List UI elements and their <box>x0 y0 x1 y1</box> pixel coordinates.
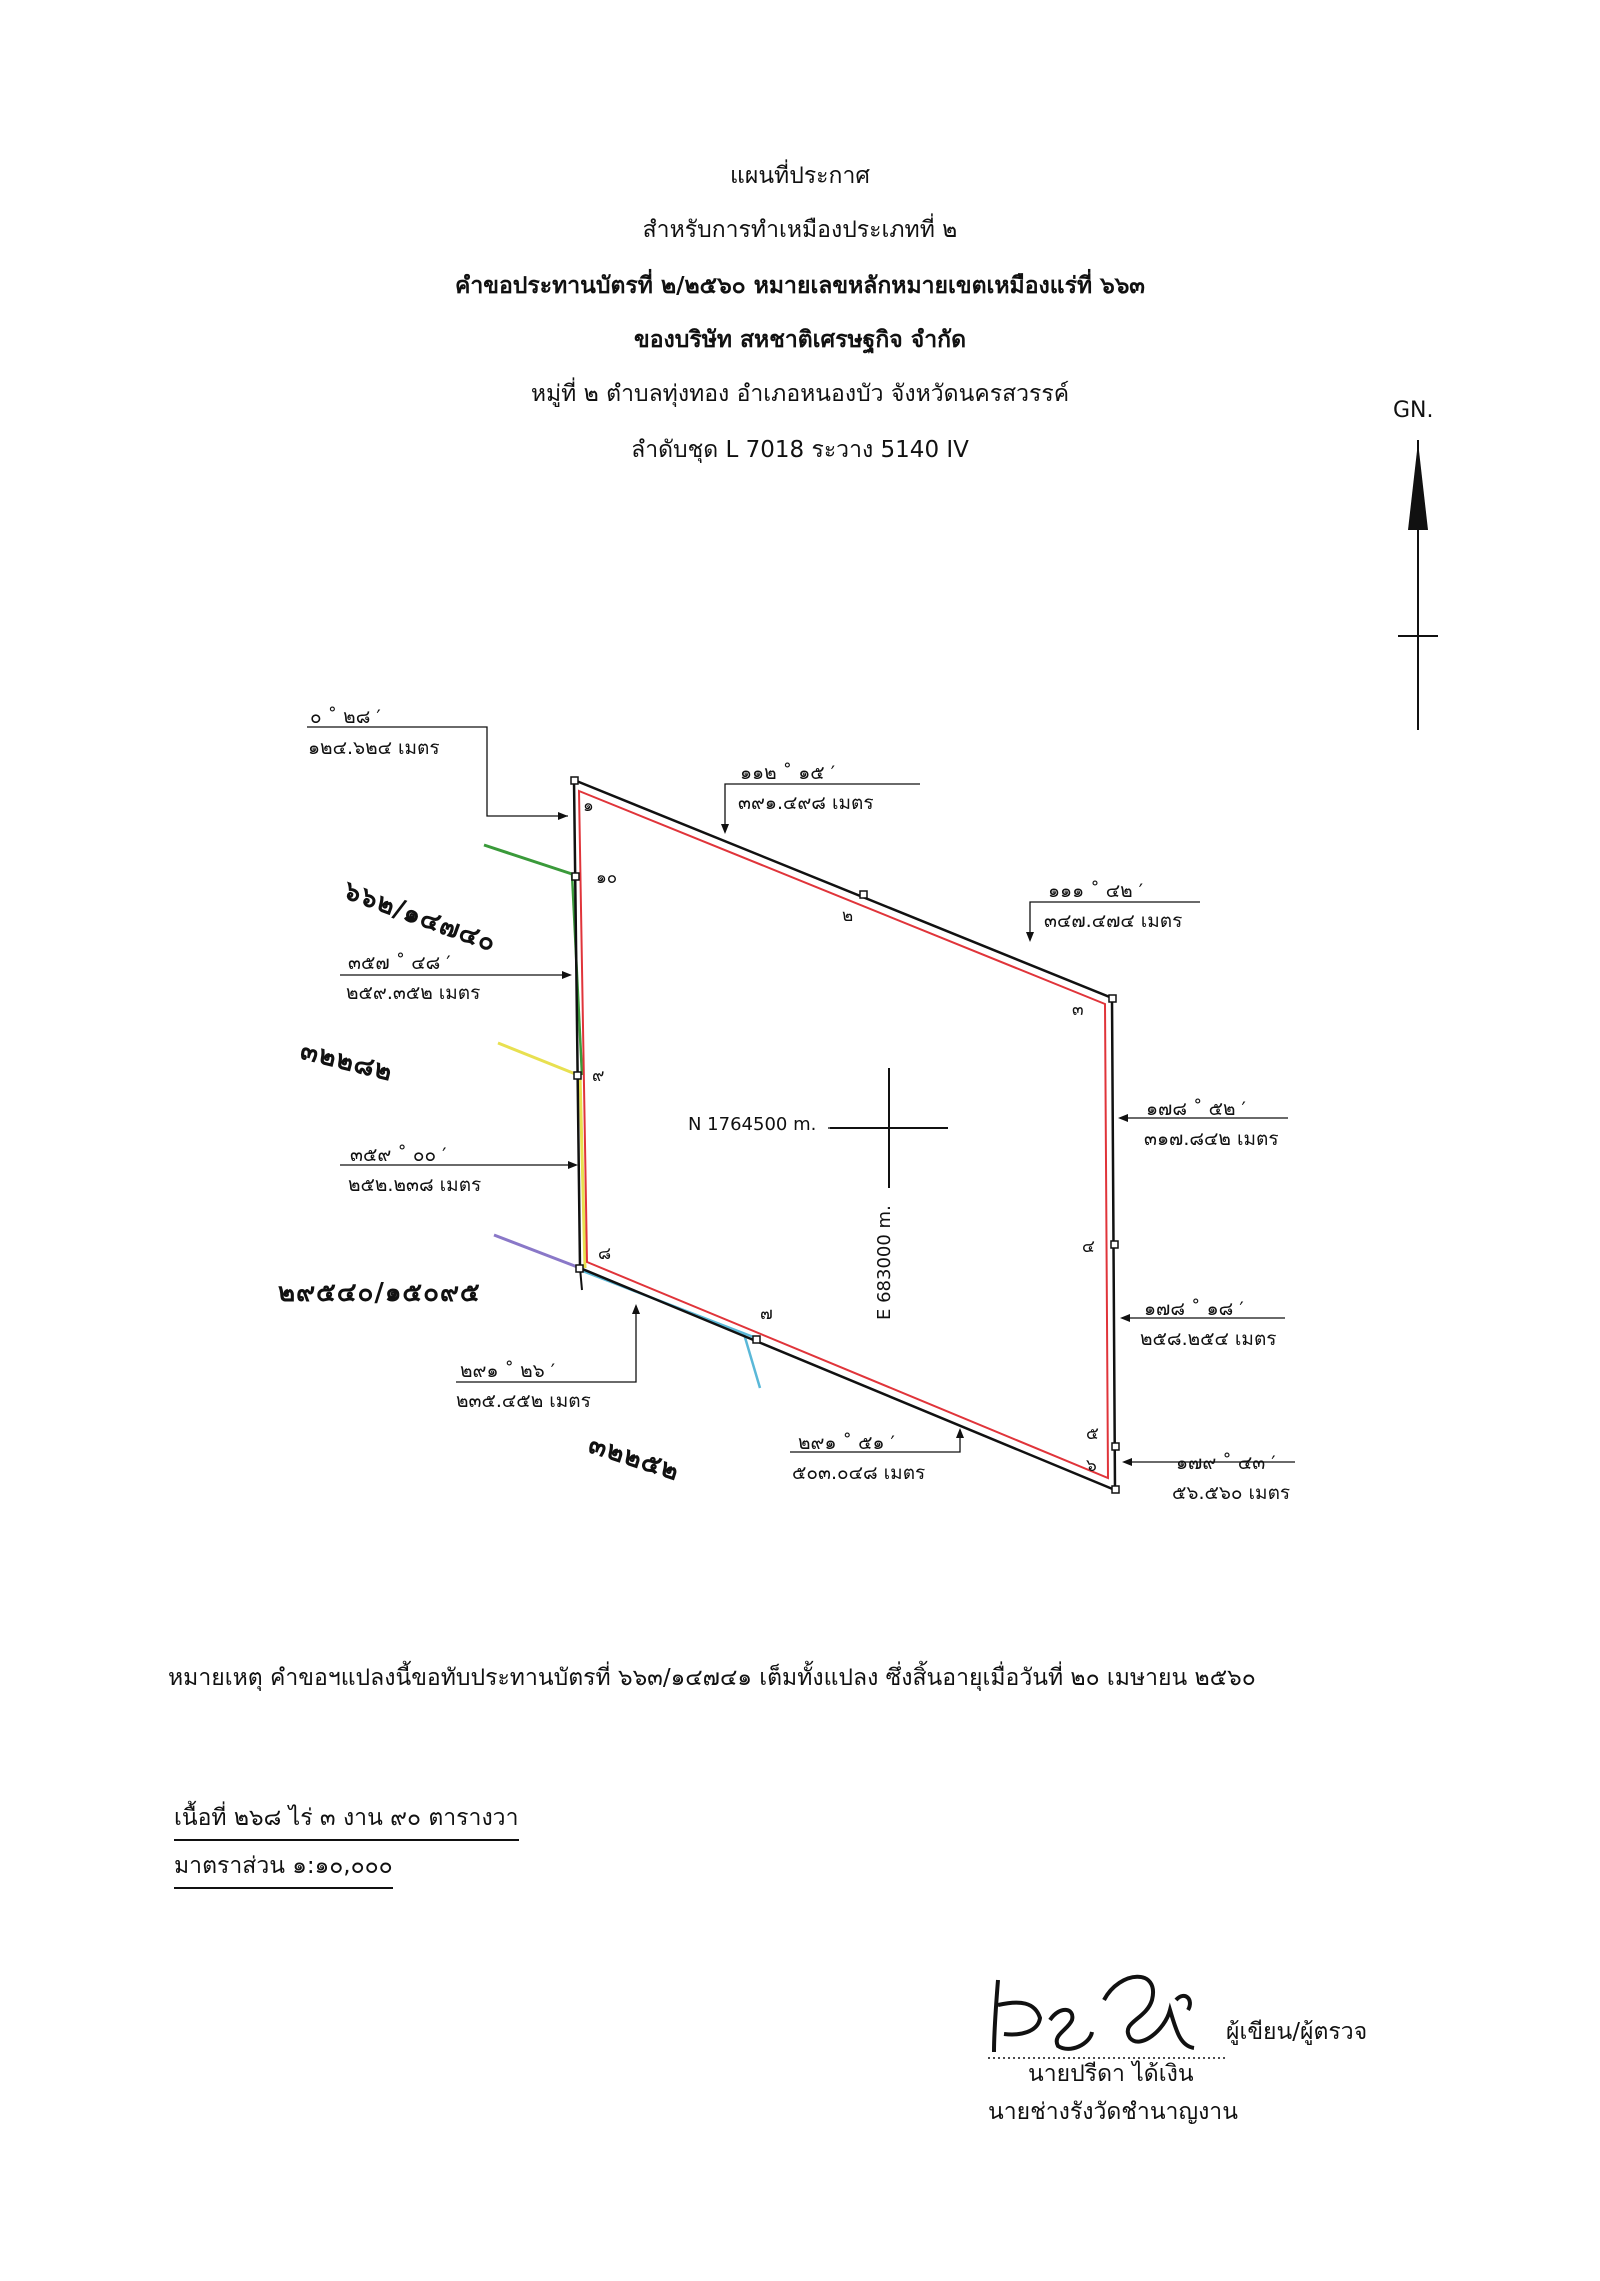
point-6: ๖ <box>1086 1456 1097 1476</box>
bearing-1-distance: ๑๒๔.๖๒๔ เมตร <box>308 737 440 759</box>
neighbor-line-yellow <box>497 1041 579 1077</box>
bearing-6-distance: ๒๕๒.๒๓๘ เมตร <box>348 1174 482 1196</box>
signer-name: นายปรีดา ได้เงิน <box>1028 2061 1194 2087</box>
map-sheet-line: ลำดับชุด L 7018 ระวาง 5140 IV <box>631 437 969 463</box>
corner-markers <box>570 776 1120 1494</box>
north-label: GN. <box>1393 398 1434 423</box>
area-text: เนื้อที่ ๒๖๘ ไร่ ๓ งาน ๙๐ ตารางวา <box>174 1800 519 1841</box>
point-3: ๓ <box>1072 1000 1084 1020</box>
bearing-2-distance: ๓๙๑.๔๙๘ เมตร <box>738 792 874 814</box>
neighbor-line-cyan <box>742 1333 762 1389</box>
bearing-6-angle: ๓๕๙ ˚ ๐๐ ′ <box>350 1144 447 1166</box>
point-8: ๘ <box>598 1244 612 1264</box>
easting-label: E 683000 m. <box>874 1205 895 1320</box>
leader-lines <box>307 726 1295 1466</box>
bearing-5-angle: ๑๗๘ ˚ ๕๒ ′ <box>1146 1098 1246 1120</box>
signer-position: นายช่างรังวัดชำนาญงาน <box>988 2099 1238 2125</box>
request-number-line: คำขอประทานบัตรที่ ๒/๒๕๖๐ หมายเลขหลักหมาย… <box>454 273 1146 299</box>
point-4: ๔ <box>1082 1237 1095 1257</box>
remark-text: หมายเหตุ คำขอฯแปลงนี้ขอทับประทานบัตรที่ … <box>168 1665 1256 1691</box>
neighbor-parcel-3: ๒๙๕๔๐/๑๕๐๙๕ <box>278 1278 481 1308</box>
boundary-outline <box>572 778 1117 1492</box>
bearing-3-distance: ๓๔๗.๔๗๔ เมตร <box>1044 910 1183 932</box>
mine-type-line: สำหรับการทำเหมืองประเภทที่ ๒ <box>642 217 958 243</box>
grid-cross <box>830 1068 948 1188</box>
neighbor-boundary-yellow <box>578 1074 587 1269</box>
bearing-7-distance: ๒๕๘.๒๕๔ เมตร <box>1140 1328 1277 1350</box>
boundary-red <box>577 789 1110 1480</box>
bearing-8-angle: ๒๙๑ ˚ ๒๖ ′ <box>460 1360 556 1382</box>
bearing-10-distance: ๕๖.๕๖๐ เมตร <box>1172 1482 1291 1504</box>
signature-role: ผู้เขียน/ผู้ตรวจ <box>1226 2019 1368 2045</box>
bearing-5-distance: ๓๑๗.๘๔๒ เมตร <box>1144 1128 1279 1150</box>
bearing-7-angle: ๑๗๘ ˚ ๑๘ ′ <box>1144 1298 1244 1320</box>
point-2: ๒ <box>842 906 854 926</box>
point-10: ๑๐ <box>596 868 618 888</box>
bearing-8-distance: ๒๓๕.๔๕๒ เมตร <box>456 1390 591 1412</box>
bearing-3-angle: ๑๑๑ ˚ ๔๒ ′ <box>1048 880 1144 902</box>
location-line: หมู่ที่ ๒ ตำบลทุ่งทอง อำเภอหนองบัว จังหว… <box>530 381 1070 407</box>
company-name-line: ของบริษัท สหชาติเศรษฐกิจ จำกัด <box>633 327 967 353</box>
neighbor-line-green <box>483 843 573 876</box>
bearing-9-distance: ๕๐๓.๐๔๘ เมตร <box>792 1462 926 1484</box>
bearing-10-angle: ๑๗๙ ˚ ๔๓ ′ <box>1176 1452 1276 1474</box>
bearing-4-distance: ๒๕๙.๓๕๒ เมตร <box>346 982 481 1004</box>
scale-text: มาตราส่วน ๑:๑๐,๐๐๐ <box>174 1848 393 1889</box>
north-arrow-icon <box>1398 440 1438 730</box>
signature-icon <box>988 1974 1228 2059</box>
parcel-diagram <box>307 440 1438 1494</box>
bearing-1-angle: ๐ ˚ ๒๘ ′ <box>310 706 381 728</box>
point-5: ๕ <box>1086 1424 1099 1444</box>
point-9: ๙ <box>592 1066 605 1086</box>
map-title: แผนที่ประกาศ <box>730 163 870 189</box>
northing-label: N 1764500 m. <box>688 1114 817 1135</box>
bearing-9-angle: ๒๙๑ ˚ ๕๑ ′ <box>798 1432 895 1454</box>
point-1: ๑ <box>583 796 594 816</box>
bearing-4-angle: ๓๕๗ ˚ ๔๘ ′ <box>348 952 451 974</box>
point-7: ๗ <box>760 1304 773 1324</box>
bearing-2-angle: ๑๑๒ ˚ ๑๕ ′ <box>740 762 836 784</box>
neighbor-line-purple <box>493 1233 581 1270</box>
